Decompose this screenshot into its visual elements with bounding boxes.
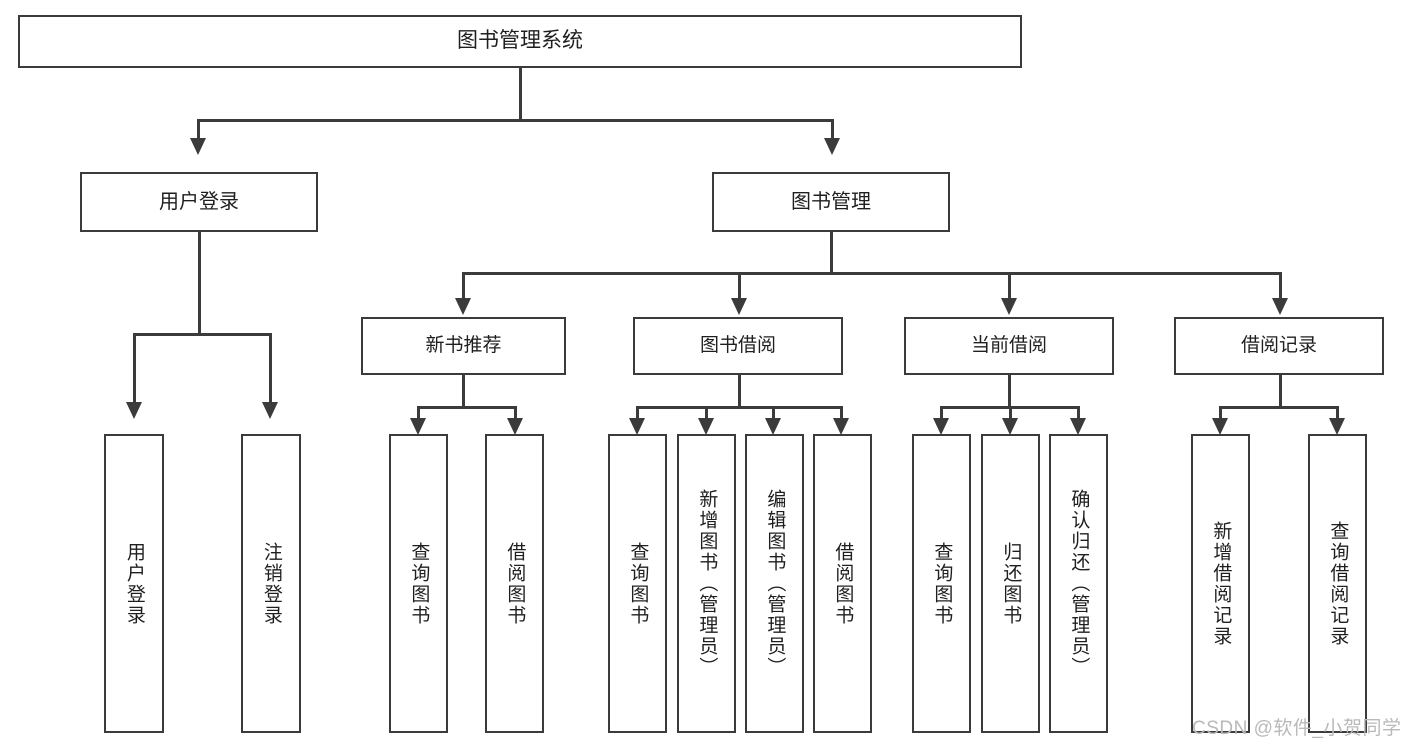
- edge-book-mgmt-bus: [462, 272, 1282, 275]
- arrow-book-borrow-to-leaf-2: [698, 418, 714, 435]
- edge-new-book-to-leaf-1: [417, 406, 420, 422]
- node-label: 借阅记录: [1240, 335, 1317, 357]
- edge-book-mgmt-to-new-book: [462, 272, 465, 302]
- edge-new-book-stem: [462, 375, 465, 408]
- arrow-borrow-record-to-leaf-1: [1212, 418, 1228, 435]
- leaf-borrow-record-add[interactable]: 新增借阅记录: [1191, 434, 1250, 733]
- edge-book-borrow-to-leaf-1: [636, 406, 639, 422]
- leaf-label: 新增借阅记录: [1210, 520, 1232, 647]
- arrow-book-mgmt-to-record: [1272, 298, 1288, 315]
- leaf-label: 新增图书（管理员）: [696, 489, 718, 678]
- node-label: 用户登录: [159, 190, 239, 213]
- edge-book-mgmt-to-borrow: [738, 272, 741, 302]
- node-label: 图书管理: [791, 190, 871, 213]
- arrow-user-login-to-leaf-2: [262, 402, 278, 419]
- edge-root-to-user-login: [197, 119, 200, 143]
- edge-book-borrow-to-leaf-4: [840, 406, 843, 422]
- edge-root-to-book-mgmt: [831, 119, 834, 143]
- edge-book-mgmt-to-current: [1008, 272, 1011, 302]
- leaf-new-book-query[interactable]: 查询图书: [389, 434, 448, 733]
- node-new-book-recommend[interactable]: 新书推荐: [361, 317, 566, 375]
- arrow-current-borrow-to-leaf-2: [1002, 418, 1018, 435]
- node-borrow-record[interactable]: 借阅记录: [1174, 317, 1384, 375]
- edge-book-borrow-bus: [636, 406, 843, 409]
- node-book-borrow[interactable]: 图书借阅: [633, 317, 843, 375]
- edge-user-login-stem: [198, 232, 201, 335]
- leaf-borrow-record-query[interactable]: 查询借阅记录: [1308, 434, 1367, 733]
- node-user-login[interactable]: 用户登录: [80, 172, 318, 232]
- leaf-user-login-logout[interactable]: 注销登录: [241, 434, 301, 733]
- edge-book-borrow-stem: [738, 375, 741, 408]
- leaf-book-borrow-query[interactable]: 查询图书: [608, 434, 667, 733]
- edge-new-book-bus: [417, 406, 517, 409]
- edge-root-stem: [519, 68, 522, 121]
- node-label: 当前借阅: [970, 335, 1047, 357]
- arrow-new-book-to-leaf-2: [507, 418, 523, 435]
- arrow-root-to-user-login: [190, 138, 206, 155]
- edge-new-book-to-leaf-2: [514, 406, 517, 422]
- edge-borrow-record-to-leaf-2: [1336, 406, 1339, 422]
- arrow-user-login-to-leaf-1: [126, 402, 142, 419]
- leaf-label: 归还图书: [1000, 541, 1022, 626]
- leaf-label: 查询图书: [627, 541, 649, 626]
- edge-user-login-to-leaf-2: [269, 333, 272, 405]
- node-book-management[interactable]: 图书管理: [712, 172, 950, 232]
- arrow-current-borrow-to-leaf-1: [933, 418, 949, 435]
- leaf-current-borrow-confirm-admin[interactable]: 确认归还（管理员）: [1049, 434, 1108, 733]
- edge-current-borrow-to-leaf-1: [940, 406, 943, 422]
- leaf-book-borrow-add-admin[interactable]: 新增图书（管理员）: [677, 434, 736, 733]
- leaf-label: 编辑图书（管理员）: [764, 489, 786, 678]
- arrow-book-mgmt-to-current: [1001, 298, 1017, 315]
- edge-current-borrow-stem: [1008, 375, 1011, 408]
- node-label: 图书借阅: [699, 335, 776, 357]
- leaf-label: 借阅图书: [832, 541, 854, 626]
- edge-root-bus: [197, 119, 834, 122]
- edge-book-mgmt-to-record: [1279, 272, 1282, 302]
- leaf-label: 确认归还（管理员）: [1068, 489, 1090, 678]
- leaf-label: 用户登录: [123, 541, 145, 626]
- edge-user-login-bus: [133, 333, 272, 336]
- edge-book-mgmt-stem: [830, 232, 833, 274]
- edge-borrow-record-stem: [1279, 375, 1282, 408]
- leaf-book-borrow-borrow[interactable]: 借阅图书: [813, 434, 872, 733]
- arrow-book-borrow-to-leaf-4: [833, 418, 849, 435]
- leaf-label: 注销登录: [260, 541, 282, 626]
- arrow-book-mgmt-to-new-book: [455, 298, 471, 315]
- arrow-book-mgmt-to-borrow: [731, 298, 747, 315]
- edge-book-borrow-to-leaf-3: [772, 406, 775, 422]
- csdn-watermark: CSDN @软件_小贺同学: [1192, 718, 1402, 739]
- edge-book-borrow-to-leaf-2: [705, 406, 708, 422]
- leaf-current-borrow-return[interactable]: 归还图书: [981, 434, 1040, 733]
- edge-current-borrow-to-leaf-3: [1077, 406, 1080, 422]
- edge-borrow-record-to-leaf-1: [1219, 406, 1222, 422]
- leaf-label: 查询图书: [408, 541, 430, 626]
- arrow-borrow-record-to-leaf-2: [1329, 418, 1345, 435]
- leaf-label: 查询借阅记录: [1327, 520, 1349, 647]
- arrow-root-to-book-mgmt: [824, 138, 840, 155]
- node-root-system[interactable]: 图书管理系统: [18, 15, 1022, 68]
- leaf-new-book-borrow[interactable]: 借阅图书: [485, 434, 544, 733]
- node-current-borrow[interactable]: 当前借阅: [904, 317, 1114, 375]
- node-label: 图书管理系统: [457, 29, 583, 53]
- arrow-current-borrow-to-leaf-3: [1070, 418, 1086, 435]
- leaf-book-borrow-edit-admin[interactable]: 编辑图书（管理员）: [745, 434, 804, 733]
- leaf-label: 查询图书: [931, 541, 953, 626]
- edge-user-login-to-leaf-1: [133, 333, 136, 405]
- arrow-new-book-to-leaf-1: [410, 418, 426, 435]
- leaf-current-borrow-query[interactable]: 查询图书: [912, 434, 971, 733]
- node-label: 新书推荐: [425, 335, 502, 357]
- arrow-book-borrow-to-leaf-1: [629, 418, 645, 435]
- leaf-user-login-login[interactable]: 用户登录: [104, 434, 164, 733]
- edge-current-borrow-to-leaf-2: [1009, 406, 1012, 422]
- leaf-label: 借阅图书: [504, 541, 526, 626]
- arrow-book-borrow-to-leaf-3: [765, 418, 781, 435]
- edge-borrow-record-bus: [1219, 406, 1339, 409]
